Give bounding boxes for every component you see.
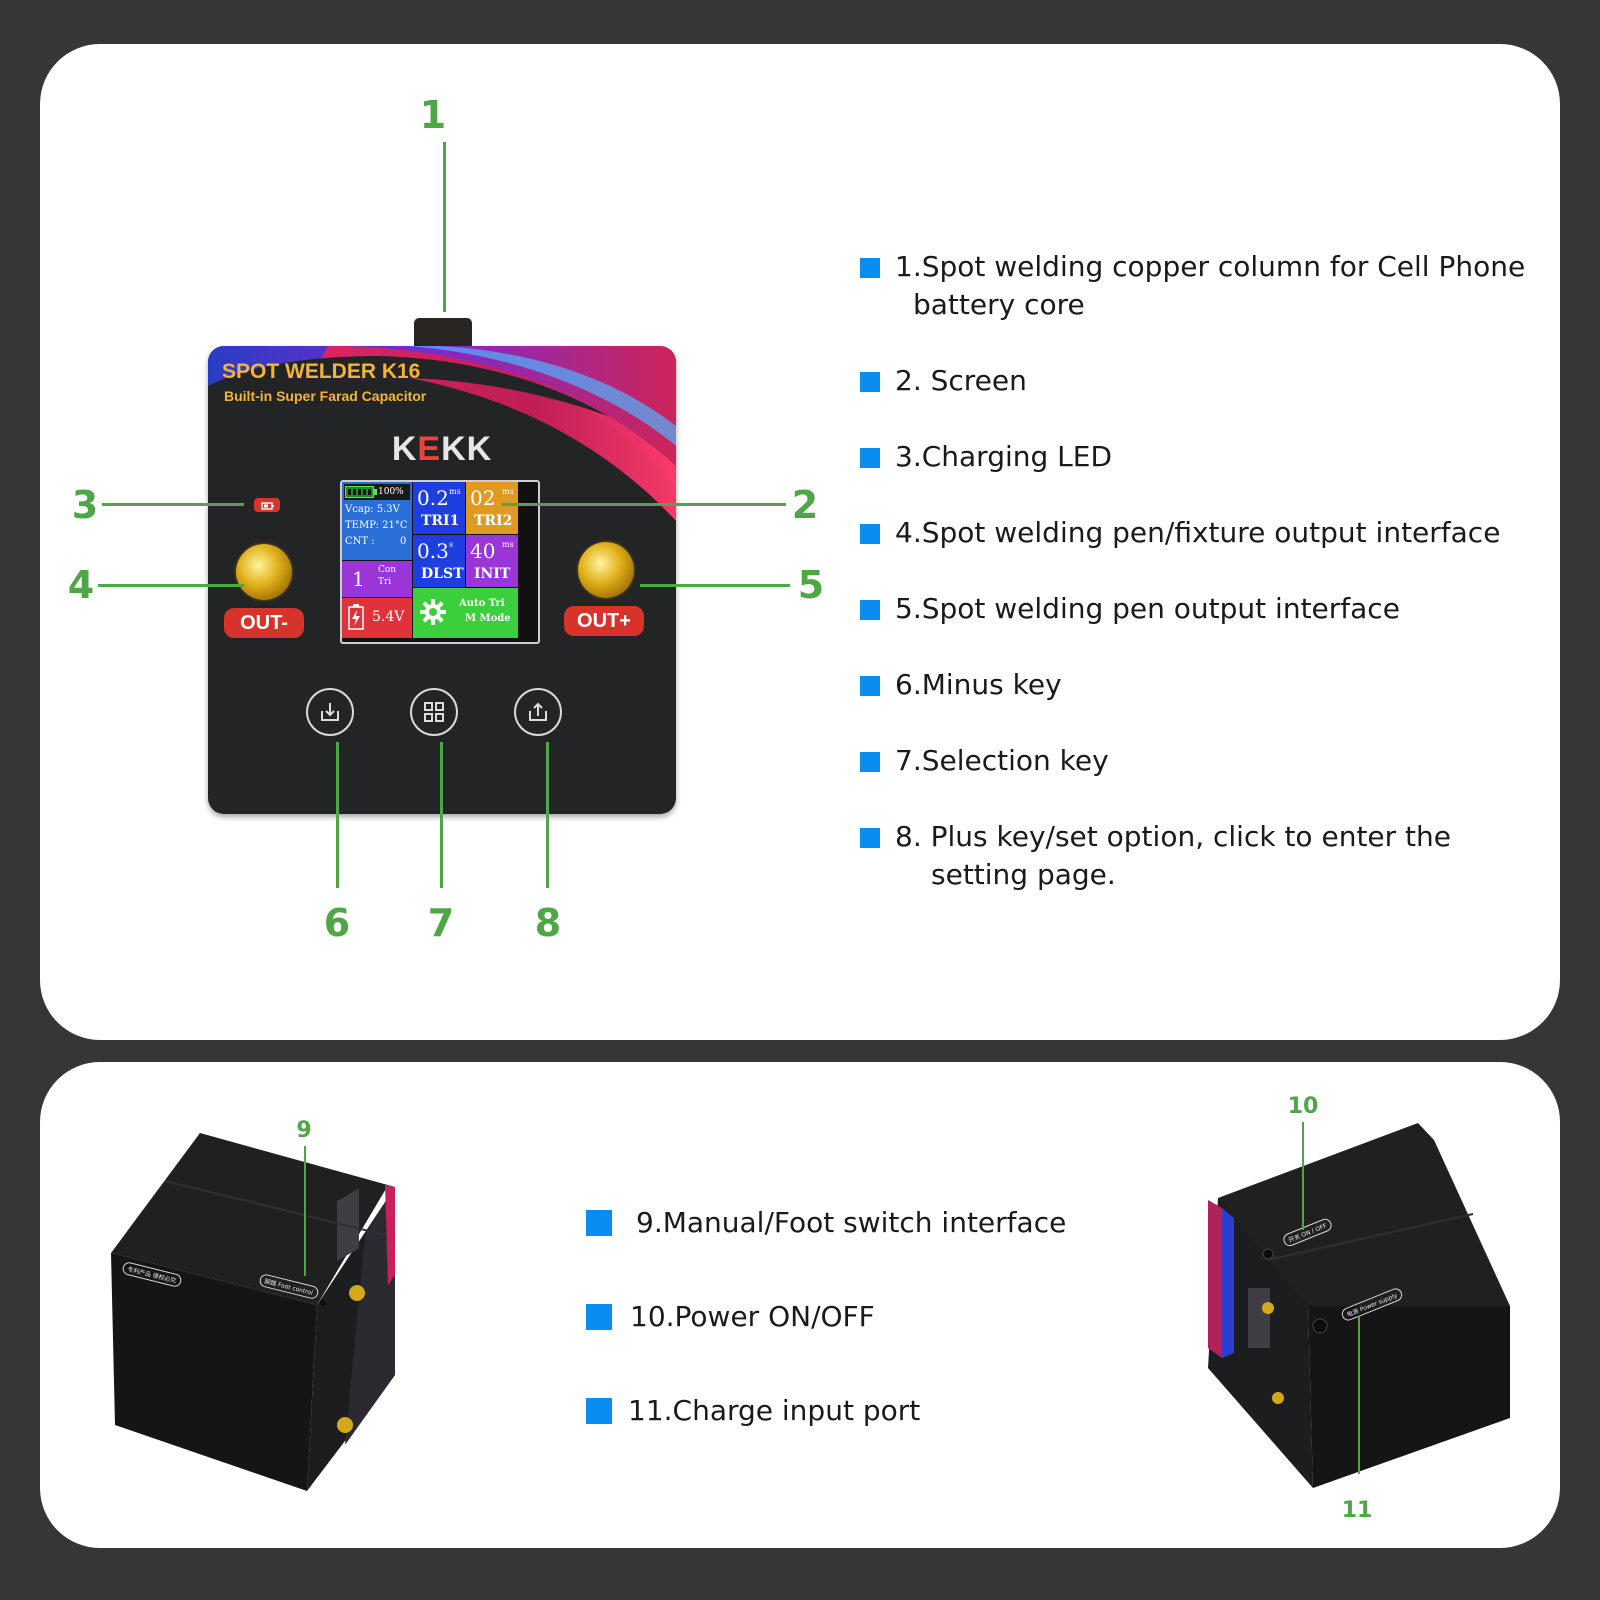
callout-line-10 [1302, 1122, 1304, 1230]
dlst-unit: s [449, 540, 454, 549]
tri-label: Tri [378, 577, 392, 587]
legend-bullet-11 [586, 1398, 612, 1424]
temp-readout: TEMP: 21°C [345, 520, 408, 531]
con-label: Con [378, 565, 397, 575]
out-plus-label: OUT+ [564, 606, 644, 636]
device-screen: 100% Vcap: 5.3V TEMP: 21°C CNT : 0 0.2 m… [340, 480, 540, 644]
device-title: SPOT WELDER K16 [222, 360, 421, 383]
init-label: INIT [474, 566, 511, 582]
tri1-label: TRI1 [421, 513, 460, 529]
voltage-cell: 5.4V [342, 598, 412, 638]
dlst-label: DLST [421, 566, 464, 582]
battery-icon [261, 502, 274, 510]
callout-line-2 [502, 503, 786, 506]
plus-key-icon [529, 702, 547, 721]
callout-5: 5 [797, 563, 825, 607]
tri1-value: 0.2 [417, 486, 449, 510]
lightning-icon [348, 604, 364, 630]
callout-line-8 [546, 742, 549, 888]
callout-3: 3 [71, 483, 99, 527]
init-value: 40 [470, 539, 496, 563]
callout-line-5 [640, 584, 790, 587]
legend-bullet-5 [860, 600, 880, 620]
battery-percent: 100% [378, 487, 404, 497]
tri2-value: 02 [470, 486, 496, 510]
legend-bullet-7 [860, 752, 880, 772]
vcap-readout: Vcap: 5.3V [345, 504, 400, 515]
callout-line-11 [1358, 1316, 1360, 1474]
callout-line-6 [336, 742, 339, 888]
legend-bullet-2 [860, 372, 880, 392]
welder-cube-left-view [111, 1133, 395, 1491]
decorative-swoosh [208, 346, 676, 521]
callout-line-7 [440, 742, 443, 888]
callout-2: 2 [791, 483, 819, 527]
status-cell: 100% Vcap: 5.3V TEMP: 21°C CNT : 0 [342, 482, 412, 560]
mode-line-2: M Mode [465, 613, 511, 624]
dlst-cell: 0.3 s DLST [413, 535, 465, 587]
legend-bullet-10 [586, 1304, 612, 1330]
legend-bullet-9 [586, 1210, 612, 1236]
gear-icon [420, 599, 446, 625]
battery-icon [345, 486, 377, 498]
tri2-label: TRI2 [474, 513, 513, 529]
legend-bullet-1 [860, 258, 880, 278]
callout-line-1 [443, 142, 446, 312]
callout-7: 7 [427, 901, 455, 945]
voltage-readout: 5.4V [372, 609, 405, 625]
callout-11: 11 [1341, 1498, 1373, 1523]
callout-line-9 [304, 1146, 306, 1276]
minus-key-icon [321, 703, 339, 721]
minus-key[interactable] [306, 688, 354, 736]
plus-key[interactable] [514, 688, 562, 736]
callout-8: 8 [534, 901, 562, 945]
callout-4: 4 [67, 563, 95, 607]
init-cell: 40 ms INIT [466, 535, 518, 587]
legend-bullet-4 [860, 524, 880, 544]
selection-grid-icon [424, 702, 444, 722]
callout-6: 6 [323, 901, 351, 945]
spot-welder-device: SPOT WELDER K16 Built-in Super Farad Cap… [208, 346, 676, 814]
tri1-unit: ms [449, 487, 461, 496]
copper-column-post [414, 318, 472, 350]
mode-cell: Auto Tri M Mode [413, 588, 518, 638]
con-tri-cell: 1 Con Tri [342, 561, 412, 597]
out-minus-terminal[interactable] [236, 544, 292, 600]
legend-bullet-6 [860, 676, 880, 696]
cnt-label: CNT : [345, 536, 375, 547]
legend-bullet-8 [860, 828, 880, 848]
callout-1: 1 [419, 93, 447, 137]
tri2-unit: ms [502, 487, 514, 496]
selection-key[interactable] [410, 688, 458, 736]
legend-bullet-3 [860, 448, 880, 468]
dlst-value: 0.3 [417, 539, 449, 563]
callout-line-3 [102, 503, 244, 506]
callout-9: 9 [296, 1118, 312, 1143]
brand-logo: KEKK [391, 430, 493, 468]
out-minus-label: OUT- [224, 608, 304, 638]
mode-line-1: Auto Tri [459, 598, 505, 609]
device-subtitle: Built-in Super Farad Capacitor [224, 388, 427, 404]
init-unit: ms [502, 540, 514, 549]
callout-line-4 [98, 584, 244, 587]
con-value: 1 [352, 567, 365, 591]
charging-led [254, 498, 280, 512]
cnt-value: 0 [400, 536, 407, 547]
tri2-cell: 02 ms TRI2 [466, 482, 518, 534]
out-plus-terminal[interactable] [578, 542, 634, 598]
tri1-cell: 0.2 ms TRI1 [413, 482, 465, 534]
callout-10: 10 [1287, 1094, 1319, 1119]
